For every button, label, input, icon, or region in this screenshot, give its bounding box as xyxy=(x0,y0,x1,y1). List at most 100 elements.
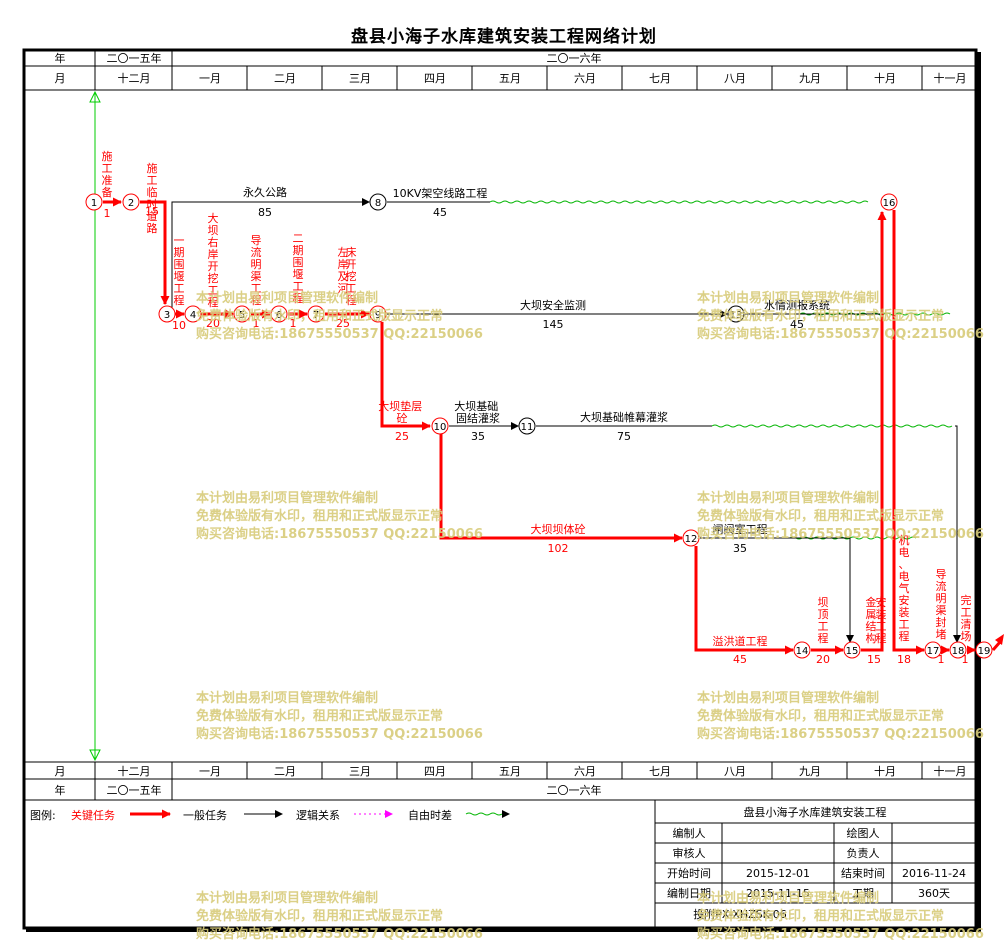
task-label-vertical-char: 金 xyxy=(866,595,877,609)
legend-critical-text: 关键任务 xyxy=(71,809,115,822)
task-label-vertical-char: 封 xyxy=(936,615,947,629)
watermark-block: 本计划由易利项目管理软件编制免费体验版有水印，租用和正式版显示正常购买咨询电话:… xyxy=(697,691,984,742)
info-start-value: 2015-12-01 xyxy=(746,867,810,880)
svg-text:15: 15 xyxy=(846,646,859,657)
svg-text:12: 12 xyxy=(685,534,698,545)
task-label-vertical-char: 堵 xyxy=(936,627,947,641)
task-label-vertical-char: 工 xyxy=(102,162,113,175)
info-compiler-label: 编制人 xyxy=(673,826,706,840)
outer-frame xyxy=(22,48,978,930)
task-duration-critical: 10 xyxy=(172,319,186,332)
task-label-vertical-char: 挖 xyxy=(346,269,357,283)
info-project-name: 盘县小海子水库建筑安装工程 xyxy=(744,805,887,819)
legend-logic-text: 逻辑关系 xyxy=(296,809,340,822)
task-label-vertical-char: 程 xyxy=(251,294,262,307)
task-label-vertical-char: 工 xyxy=(899,618,910,631)
watermark-block: 本计划由易利项目管理软件编制免费体验版有水印，租用和正式版显示正常购买咨询电话:… xyxy=(196,291,483,342)
task-label: 闸阀室工程 xyxy=(713,522,768,536)
task-label-vertical-char: 流 xyxy=(936,579,947,593)
task-label-vertical-char: 电 xyxy=(899,546,910,559)
task-label-vertical-char: 装 xyxy=(899,606,910,619)
task-label-vertical-char: 工 xyxy=(147,174,158,187)
watermark-block: 本计划由易利项目管理软件编制免费体验版有水印，租用和正式版显示正常购买咨询电话:… xyxy=(697,291,984,342)
task-label-vertical-char: 挖 xyxy=(208,271,219,285)
task-label-vertical-char: 堰 xyxy=(174,270,185,283)
task-label-vertical-char: 工 xyxy=(876,620,887,633)
critical-2-3 xyxy=(140,200,170,305)
task-duration: 45 xyxy=(433,206,447,219)
month-top: 六月 xyxy=(574,72,596,85)
task-label-vertical-char: 工 xyxy=(818,620,829,633)
month-top: 一月 xyxy=(199,72,221,85)
task-duration-critical: 102 xyxy=(548,542,569,555)
task-label-vertical-char: 渠 xyxy=(936,604,947,617)
task-label: 大坝安全监测 xyxy=(520,298,586,312)
task-label-vertical-char: 渠 xyxy=(251,270,262,283)
info-end-value: 2016-11-24 xyxy=(902,867,966,880)
task-label-vertical-char: 工 xyxy=(961,606,972,619)
page-title: 盘县小海子水库建筑安装工程网络计划 xyxy=(351,27,657,47)
task-label-vertical-char: 明 xyxy=(936,592,947,605)
critical-12-14 xyxy=(694,546,794,655)
node-14: 14 xyxy=(793,641,811,659)
svg-text:4: 4 xyxy=(190,310,196,321)
task-label-vertical-char: 程 xyxy=(876,632,887,645)
info-doc-number: 投附PX-XHZSK-06 xyxy=(693,907,786,921)
task-label-vertical-char: 工 xyxy=(293,280,304,293)
task-duration-critical: 20 xyxy=(206,317,220,330)
month-top: 九月 xyxy=(799,72,821,85)
task-label-vertical-char: 工 xyxy=(346,282,357,295)
task-label-vertical-char: 电 xyxy=(899,570,910,583)
info-date-label: 编制日期 xyxy=(667,886,711,900)
svg-text:7: 7 xyxy=(313,310,319,321)
legend-label: 图例: xyxy=(30,809,56,822)
task-label-vertical-char: 顶 xyxy=(818,608,829,621)
task-label-vertical-char: 明 xyxy=(251,258,262,271)
task-label-vertical-char: 工 xyxy=(251,282,262,295)
legend-float-line xyxy=(465,812,503,816)
task-label-vertical-char: 装 xyxy=(876,608,887,621)
task-label-vertical-char: 程 xyxy=(174,294,185,307)
task-label-vertical-char: 道 xyxy=(147,209,158,223)
legend-float-text: 自由时差 xyxy=(408,809,452,822)
task-label-vertical-char: 导 xyxy=(936,568,947,581)
task-label-vertical-char: 岸 xyxy=(338,258,349,271)
node-13: 13 xyxy=(727,305,745,323)
task-label-vertical-char: 完 xyxy=(961,593,972,607)
task-label-vertical-char: 期 xyxy=(174,246,185,259)
month-bottom: 十月 xyxy=(874,764,896,778)
month-bottom: 五月 xyxy=(499,765,521,778)
task-label: 水情测报系统 xyxy=(764,298,830,312)
year-label-bottom: 年 xyxy=(55,783,66,797)
task-duration: 45 xyxy=(790,318,804,331)
task-label: 永久公路 xyxy=(243,185,287,199)
month-top: 八月 xyxy=(724,72,746,85)
svg-text:19: 19 xyxy=(978,646,991,657)
month-label-top: 月 xyxy=(55,72,66,85)
task-label-vertical-char: 工 xyxy=(174,282,185,295)
critical-end xyxy=(991,641,1002,651)
task-label: 大坝基础 固结灌浆 xyxy=(454,399,502,425)
task-label-vertical-char: 程 xyxy=(899,630,910,643)
task-label-vertical-char: 机 xyxy=(899,533,910,547)
month-bottom: 九月 xyxy=(799,765,821,778)
task-label-vertical-char: 堰 xyxy=(293,268,304,281)
task-label-vertical-char: 导 xyxy=(251,234,262,247)
task-label-vertical-char: 期 xyxy=(293,244,304,257)
task-label-vertical-char: 、 xyxy=(899,558,910,571)
timescale-top xyxy=(24,50,976,91)
month-top: 十一月 xyxy=(934,71,967,85)
svg-text:9: 9 xyxy=(375,310,381,321)
task-label-vertical-char: 构 xyxy=(866,631,877,645)
info-table xyxy=(24,799,976,928)
task-duration-critical: 15 xyxy=(867,653,881,666)
month-bottom: 十一月 xyxy=(934,764,967,778)
task-duration-critical: 1 xyxy=(290,317,297,330)
task-label-vertical-char: 临 xyxy=(147,185,158,199)
task-label-critical: 大坝垫层 砼 xyxy=(378,399,426,425)
month-bottom: 二月 xyxy=(274,765,296,778)
node-8: 8 xyxy=(369,193,387,211)
svg-text:13: 13 xyxy=(730,310,743,321)
month-bottom: 一月 xyxy=(199,765,221,778)
node-1: 1 xyxy=(85,193,103,211)
